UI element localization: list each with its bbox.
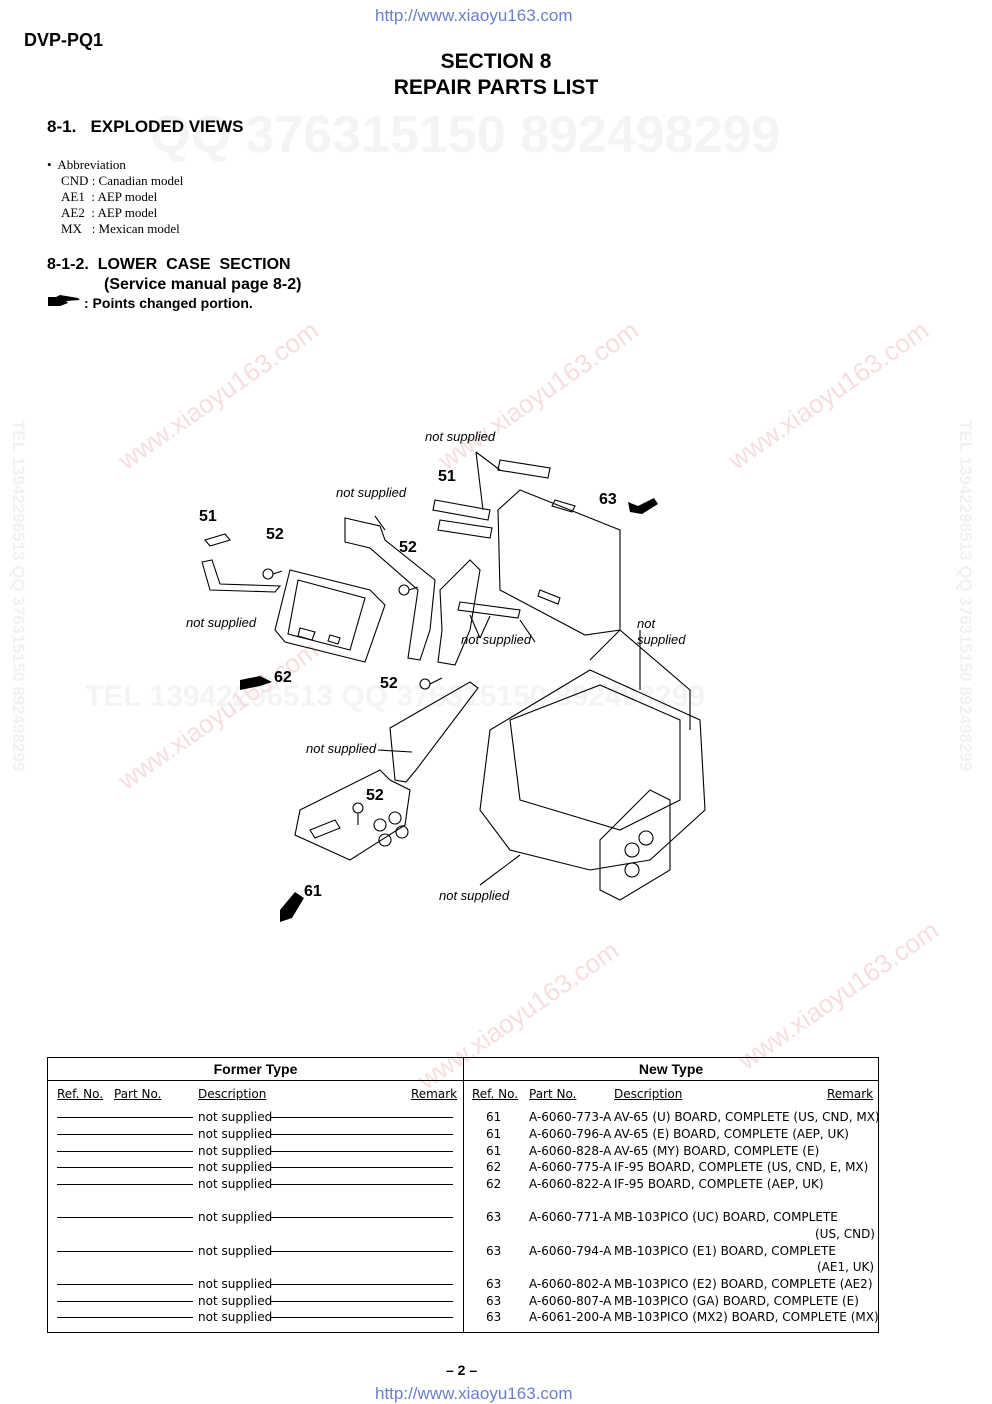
former-description: not supplied: [198, 1294, 273, 1308]
watermark-diag-5: www.xiaoyu163.com: [732, 914, 944, 1076]
part-no: A-6060-828-A: [529, 1144, 612, 1158]
former-col-part-no: Part No.: [114, 1087, 162, 1101]
part-no: A-6060-802-A: [529, 1277, 612, 1291]
former-description: not supplied: [198, 1210, 273, 1224]
description: MB-103PICO (GA) BOARD, COMPLETE (E): [614, 1294, 859, 1308]
part-no: A-6060-796-A: [529, 1127, 612, 1141]
callout-52: 52: [380, 675, 398, 692]
description: IF-95 BOARD, COMPLETE (US, CND, E, MX): [614, 1160, 869, 1174]
subsection-heading: 8-1-2. LOWER CASE SECTION: [47, 256, 291, 273]
ref-no: 62: [486, 1177, 502, 1191]
page-number: – 2 –: [446, 1362, 478, 1378]
part-no: A-6060-773-A: [529, 1110, 612, 1124]
description: MB-103PICO (E2) BOARD, COMPLETE (AE2): [614, 1277, 873, 1291]
abbreviation-item: AE2 : AEP model: [61, 205, 158, 220]
watermark-side-right: TEL 13942296513 QQ 376315150 892498299: [956, 420, 975, 772]
part-no: A-6060-822-A: [529, 1177, 612, 1191]
callout-51: 51: [438, 468, 456, 485]
diagram-label-not-supplied: not supplied: [306, 741, 377, 756]
watermark-side-left: TEL 13942296513 QQ 376315150 892498299: [9, 420, 28, 772]
points-changed-note: : Points changed portion.: [84, 295, 253, 311]
description: MB-103PICO (E1) BOARD, COMPLETE: [614, 1244, 836, 1258]
description-continued: (US, CND): [815, 1227, 875, 1241]
top-url-link[interactable]: http://www.xiaoyu163.com: [375, 6, 573, 25]
abbreviation-item: MX : Mexican model: [61, 221, 180, 236]
model-number: DVP-PQ1: [24, 30, 104, 50]
bottom-url-link[interactable]: http://www.xiaoyu163.com: [375, 1384, 573, 1403]
part-no: A-6061-200-A: [529, 1310, 612, 1324]
new-col-part-no: Part No.: [529, 1087, 577, 1101]
former-col-description: Description: [198, 1087, 267, 1101]
new-col-description: Description: [614, 1087, 683, 1101]
part-no: A-6060-771-A: [529, 1210, 612, 1224]
diagram-label-not-supplied: not supplied: [439, 888, 510, 903]
diagram-label-supplied: supplied: [637, 632, 686, 647]
description: MB-103PICO (MX2) BOARD, COMPLETE (MX): [614, 1310, 879, 1324]
table-column-divider: [463, 1058, 464, 1332]
callout-52: 52: [366, 787, 384, 804]
part-no: A-6060-807-A: [529, 1294, 612, 1308]
part-no: A-6060-794-A: [529, 1244, 612, 1258]
former-description: not supplied: [198, 1177, 273, 1191]
abbreviation-title: • Abbreviation: [47, 157, 126, 172]
ref-no: 63: [486, 1310, 502, 1324]
former-col-remark: Remark: [411, 1087, 458, 1101]
part-no: A-6060-775-A: [529, 1160, 612, 1174]
callout-51: 51: [199, 508, 217, 525]
abbreviation-item: AE1 : AEP model: [61, 189, 158, 204]
section-number: SECTION 8: [440, 50, 552, 73]
diagram-label-not: not: [637, 616, 656, 631]
former-description: not supplied: [198, 1110, 273, 1124]
new-col-remark: Remark: [827, 1087, 874, 1101]
callout-63: 63: [599, 491, 617, 508]
former-col-ref-no: Ref. No.: [57, 1087, 104, 1101]
diagram-label-not-supplied: not supplied: [425, 429, 496, 444]
ref-no: 63: [486, 1294, 502, 1308]
former-description: not supplied: [198, 1277, 273, 1291]
watermark-diag-3: www.xiaoyu163.com: [722, 314, 934, 476]
subsection-reference: (Service manual page 8-2): [104, 276, 302, 293]
ref-no: 62: [486, 1160, 502, 1174]
ref-no: 63: [486, 1277, 502, 1291]
callout-61: 61: [304, 883, 322, 900]
former-description: not supplied: [198, 1310, 273, 1324]
callout-52: 52: [399, 539, 417, 556]
callout-62: 62: [274, 669, 292, 686]
watermark-top: QQ 376315150 892498299: [150, 106, 781, 164]
new-type-header: New Type: [638, 1061, 704, 1077]
abbreviation-item: CND : Canadian model: [61, 173, 184, 188]
callout-52: 52: [266, 526, 284, 543]
ref-no: 61: [486, 1110, 502, 1124]
former-type-header: Former Type: [213, 1061, 298, 1077]
diagram-label-not-supplied: not supplied: [461, 632, 532, 647]
former-description: not supplied: [198, 1144, 273, 1158]
pointing-hand-icon: [47, 294, 81, 313]
new-col-ref-no: Ref. No.: [472, 1087, 519, 1101]
description: AV-65 (U) BOARD, COMPLETE (US, CND, MX): [614, 1110, 880, 1124]
table-header-line: [48, 1080, 878, 1081]
former-description: not supplied: [198, 1244, 273, 1258]
exploded-view-diagram: [201, 451, 706, 922]
description: AV-65 (E) BOARD, COMPLETE (AEP, UK): [614, 1127, 849, 1141]
section-title: REPAIR PARTS LIST: [393, 76, 599, 99]
ref-no: 61: [486, 1144, 502, 1158]
diagram-label-not-supplied: not supplied: [336, 485, 407, 500]
description: AV-65 (MY) BOARD, COMPLETE (E): [614, 1144, 820, 1158]
ref-no: 63: [486, 1210, 502, 1224]
parts-table: Former Type New Type Ref. No. Part No. D…: [47, 1057, 880, 1333]
description: IF-95 BOARD, COMPLETE (AEP, UK): [614, 1177, 824, 1191]
exploded-views-heading: 8-1. EXPLODED VIEWS: [47, 117, 244, 136]
description-continued: (AE1, UK): [817, 1260, 875, 1274]
diagram-label-not-supplied: not supplied: [186, 615, 257, 630]
ref-no: 63: [486, 1244, 502, 1258]
former-description: not supplied: [198, 1160, 273, 1174]
former-description: not supplied: [198, 1127, 273, 1141]
ref-no: 61: [486, 1127, 502, 1141]
description: MB-103PICO (UC) BOARD, COMPLETE: [614, 1210, 838, 1224]
